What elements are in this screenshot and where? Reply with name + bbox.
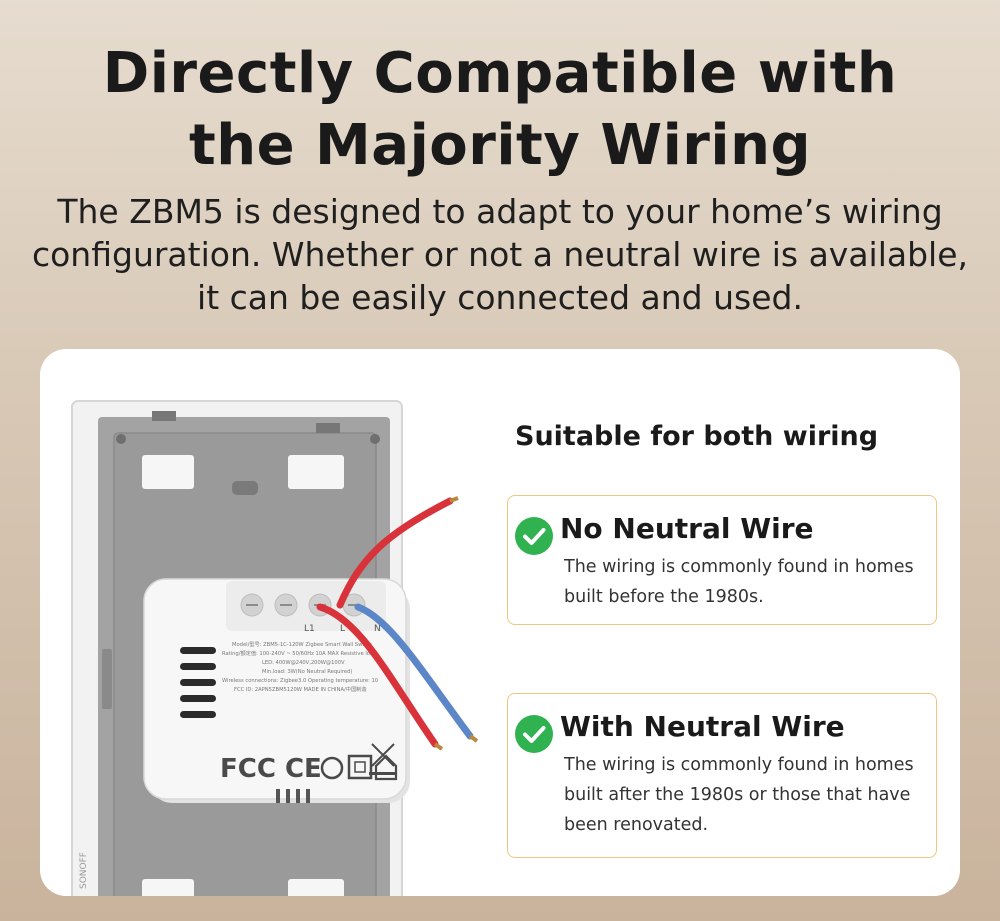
option-with-neutral-wire: With Neutral Wire The wiring is commonly… <box>507 693 937 858</box>
subtitle-line-1: The ZBM5 is designed to adapt to your ho… <box>57 192 943 231</box>
option-description-line: built after the 1980s or those that have <box>564 785 911 805</box>
terminal-label-n: N <box>374 624 381 634</box>
option-description-line: built before the 1980s. <box>564 587 764 607</box>
headline: Directly Compatible with the Majority Wi… <box>0 38 1000 182</box>
option-title: With Neutral Wire <box>560 710 845 743</box>
device-label-line-5: Wireless connections: Zigbee3.0 Operatin… <box>222 678 378 684</box>
option-description-line: The wiring is commonly found in homes <box>564 755 914 775</box>
device-label-line-2: Rating/额定值: 100-240V ~ 50/60Hz 10A MAX R… <box>222 649 376 657</box>
device-label-line-4: Min.load: 3W(No Neutral Required) <box>262 669 352 675</box>
headline-line-2: the Majority Wiring <box>188 113 812 178</box>
subtitle-line-2: configuration. Whether or not a neutral … <box>31 235 969 274</box>
terminal-label-l1: L1 <box>304 624 315 634</box>
certification-marks: FCC CE <box>220 754 322 784</box>
device-label-line-6: FCC ID: 2APN5ZBM5120W MADE IN CHINA/中国制造 <box>234 685 367 693</box>
check-circle-icon <box>515 715 553 753</box>
device-label-line-3: LED: 400W@240V,200W@100V <box>262 660 345 666</box>
brand-mark: SONOFF <box>79 852 89 889</box>
device-label-line-1: Model/型号: ZBM5-1C-120W Zigbee Smart Wall… <box>232 640 372 648</box>
switch-module-illustration: SONOFF L1 L N Model/型号: ZBM5-1C-120W Zig… <box>71 400 479 896</box>
terminal-label-l: L <box>340 624 345 634</box>
check-circle-icon <box>515 517 553 555</box>
option-description-line: been renovated. <box>564 815 709 835</box>
headline-line-1: Directly Compatible with <box>102 41 898 106</box>
subtitle-line-3: it can be easily connected and used. <box>197 278 803 317</box>
option-description: The wiring is commonly found in homes bu… <box>564 750 924 840</box>
card-title: Suitable for both wiring <box>515 421 879 452</box>
option-description: The wiring is commonly found in homes bu… <box>564 552 924 612</box>
subtitle: The ZBM5 is designed to adapt to your ho… <box>20 190 980 319</box>
option-no-neutral-wire: No Neutral Wire The wiring is commonly f… <box>507 495 937 625</box>
option-description-line: The wiring is commonly found in homes <box>564 557 914 577</box>
option-title: No Neutral Wire <box>560 512 814 545</box>
wiring-card: SONOFF L1 L N Model/型号: ZBM5-1C-120W Zig… <box>40 349 960 896</box>
